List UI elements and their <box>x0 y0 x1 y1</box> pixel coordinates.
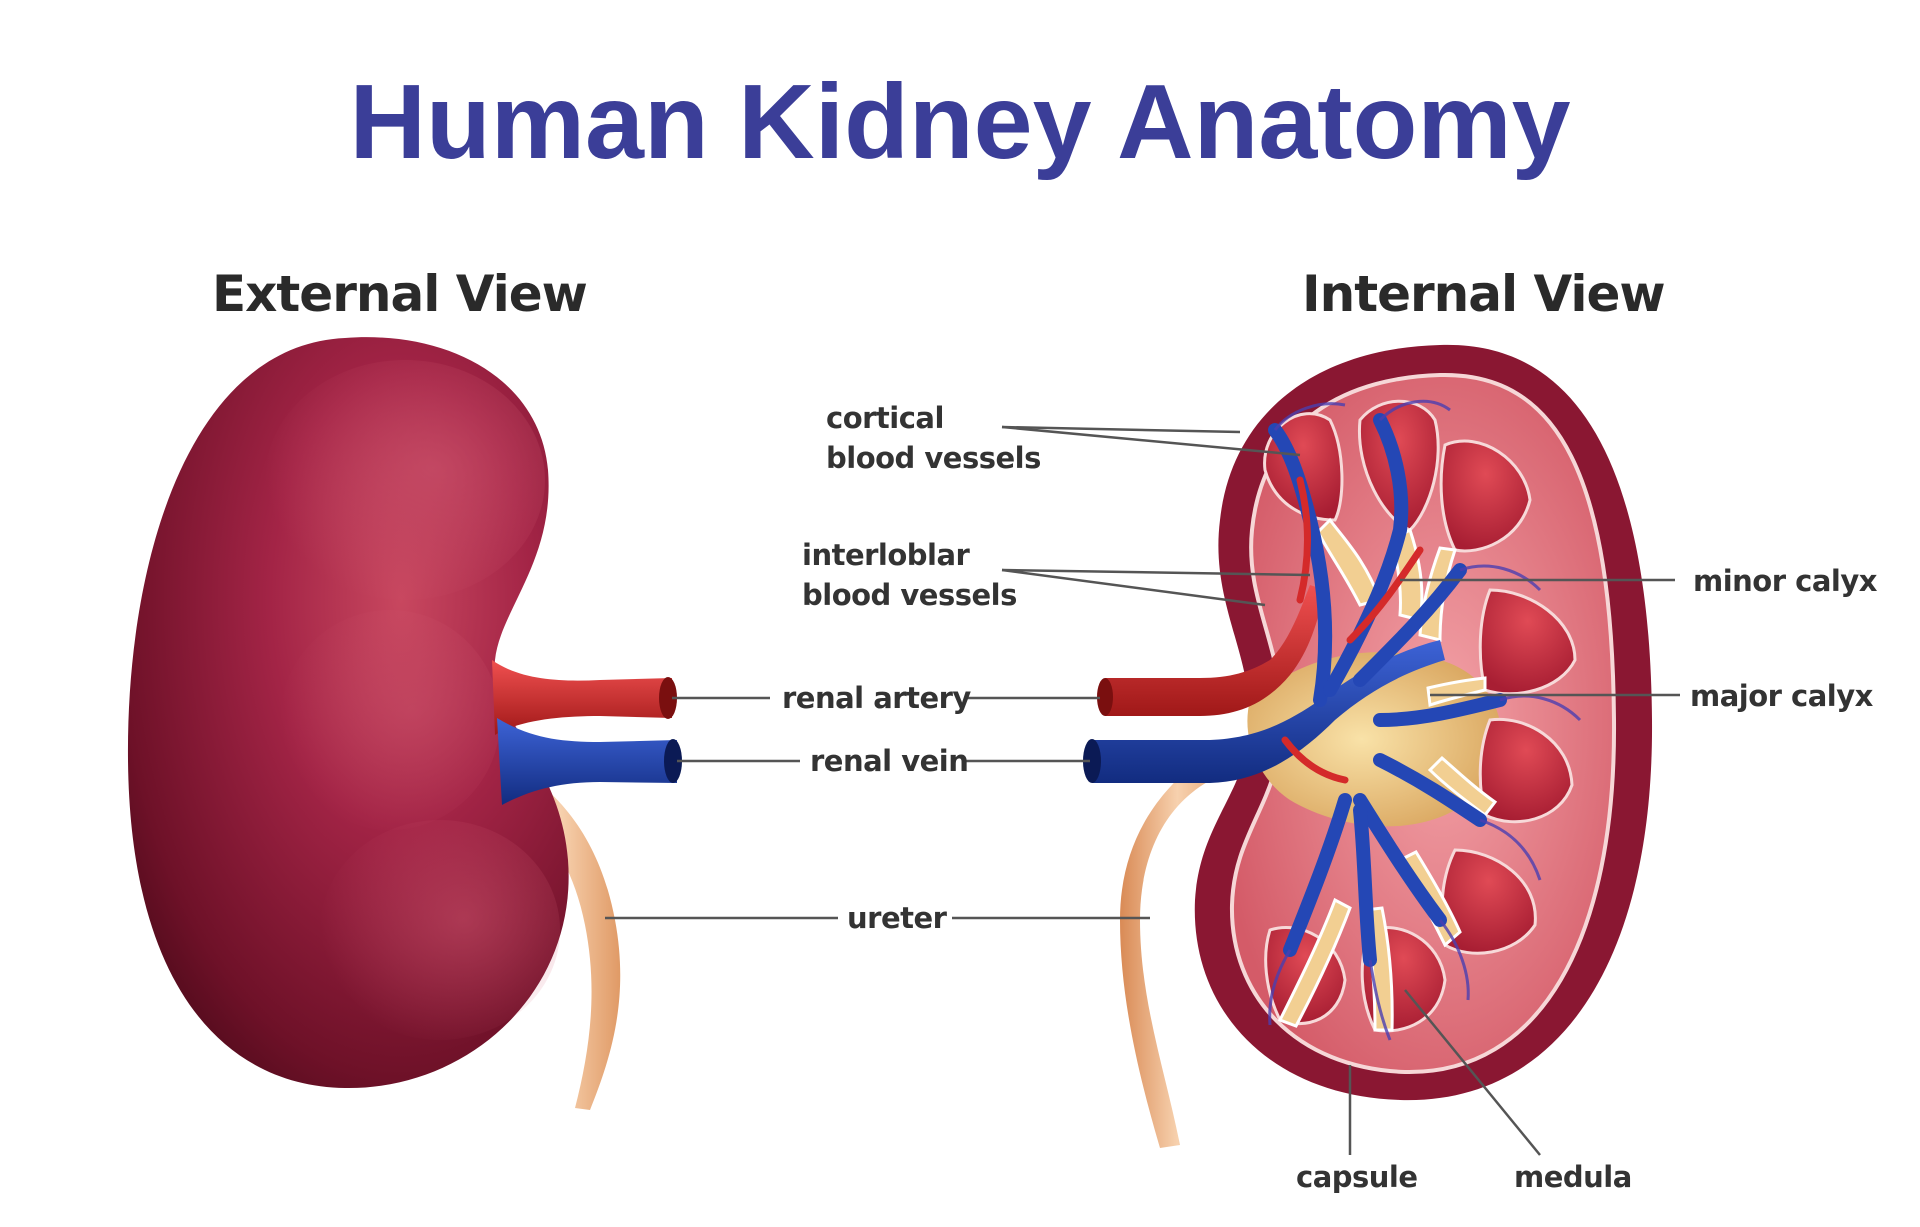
label-interlobular-blood-vessels: interloblar blood vessels <box>802 538 1017 612</box>
label-ureter: ureter <box>847 901 947 935</box>
label-medula: medula <box>1514 1160 1632 1194</box>
label-renal-artery: renal artery <box>782 681 971 715</box>
external-renal-artery <box>492 660 672 735</box>
label-capsule: capsule <box>1296 1160 1418 1194</box>
label-renal-vein: renal vein <box>810 744 969 778</box>
internal-renal-artery <box>1105 585 1325 716</box>
external-ureter <box>500 760 621 1110</box>
label-cortical-blood-vessels: cortical blood vessels <box>826 401 1041 475</box>
external-renal-vein <box>497 718 677 805</box>
external-view-heading: External View <box>212 265 588 323</box>
label-major-calyx: major calyx <box>1690 679 1873 713</box>
internal-fine-vessels <box>1268 399 1582 1041</box>
external-lobe-upper <box>265 360 545 600</box>
internal-kidney <box>1083 344 1653 1148</box>
leader-lines <box>605 425 1680 1156</box>
external-kidney <box>127 337 682 1110</box>
internal-blue-branches <box>1268 413 1507 967</box>
external-lobe-middle <box>280 610 500 830</box>
external-lobe-lower <box>320 820 560 1040</box>
label-minor-calyx: minor calyx <box>1693 564 1877 598</box>
internal-red-branches <box>1281 476 1424 784</box>
internal-view-heading: Internal View <box>1302 265 1666 323</box>
internal-ureter <box>1120 740 1235 1148</box>
page-title: Human Kidney Anatomy <box>349 63 1571 181</box>
